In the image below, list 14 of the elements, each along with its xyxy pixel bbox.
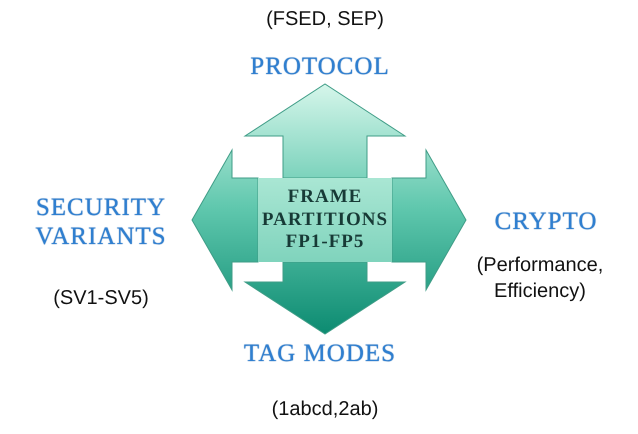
arrow — [191, 148, 258, 292]
category-heading: CRYPTO — [494, 208, 598, 236]
category-heading: SECURITY VARIANTS — [34, 194, 168, 252]
center-panel — [258, 178, 392, 262]
arrow — [392, 148, 467, 292]
category-heading: PROTOCOL — [250, 52, 390, 82]
detail-note: (Performance, Efficiency) — [476, 253, 604, 304]
detail-note: (1abcd,2ab) — [270, 397, 380, 422]
arrow — [243, 262, 407, 335]
category-heading: TAG MODES — [244, 340, 396, 368]
center-label: FRAME PARTITIONS FP1-FP5 — [260, 186, 390, 254]
detail-note: (FSED, SEP) — [265, 7, 385, 32]
detail-note: (SV1-SV5) — [52, 286, 150, 311]
arrow — [243, 83, 407, 178]
